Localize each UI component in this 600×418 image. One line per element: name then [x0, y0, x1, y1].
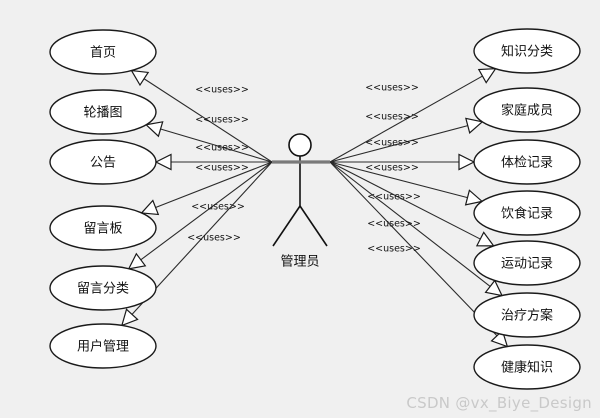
- association-line-right-6: [329, 161, 498, 337]
- use-case-label-right-4: 运动记录: [501, 257, 553, 272]
- uses-stereotype-right-5: <<uses>>: [367, 219, 421, 230]
- use-case-label-right-1: 家庭成员: [501, 103, 553, 119]
- uses-stereotype-right-4: <<uses>>: [367, 192, 421, 203]
- actor-label: 管理员: [280, 255, 319, 270]
- uses-stereotype-left-0: <<uses>>: [195, 85, 249, 96]
- association-line-right-3: [329, 161, 468, 199]
- uses-arrowhead-right-0: [477, 68, 497, 84]
- uses-arrowhead-left-2: [154, 153, 172, 171]
- use-case-ellipse-right-6[interactable]: [473, 344, 581, 390]
- use-case-ellipse-right-5[interactable]: [473, 292, 581, 338]
- uses-stereotype-left-4: <<uses>>: [191, 202, 245, 213]
- actor-right-leg-line: [299, 205, 328, 247]
- use-case-ellipse-right-1[interactable]: [473, 87, 581, 133]
- use-case-ellipse-left-1[interactable]: [49, 89, 157, 135]
- use-case-label-right-5: 治疗方案: [501, 308, 553, 324]
- association-line-left-0: [143, 78, 273, 163]
- uses-stereotype-right-0: <<uses>>: [365, 83, 419, 94]
- use-case-label-left-5: 用户管理: [77, 339, 129, 355]
- use-case-ellipse-right-2[interactable]: [473, 139, 581, 185]
- use-case-ellipse-left-4[interactable]: [49, 265, 157, 311]
- uses-stereotype-group: <<uses>> <<uses>> <<uses>> <<uses>> <<uses>>…: [187, 83, 421, 255]
- association-line-right-4: [329, 161, 481, 240]
- association-line-left-1: [160, 128, 273, 163]
- association-line-left-4: [140, 161, 273, 261]
- uses-arrowhead-left-5: [120, 308, 139, 327]
- actor-head-icon: [288, 133, 312, 157]
- uses-arrowhead-right-5: [484, 279, 504, 297]
- uses-arrowhead-left-0: [130, 69, 150, 87]
- use-case-label-left-4: 留言分类: [77, 282, 129, 297]
- uses-stereotype-right-2: <<uses>>: [365, 138, 419, 149]
- use-case-ellipse-left-0[interactable]: [49, 29, 157, 75]
- use-case-label-right-0: 知识分类: [501, 44, 553, 60]
- uses-stereotype-left-1: <<uses>>: [195, 115, 249, 126]
- uses-stereotype-right-1: <<uses>>: [365, 112, 419, 123]
- uses-stereotype-left-5: <<uses>>: [187, 233, 241, 244]
- use-case-label-left-2: 公告: [90, 156, 116, 171]
- use-case-ellipse-left-5[interactable]: [49, 323, 157, 369]
- use-case-label-left-0: 首页: [90, 46, 116, 61]
- uses-arrowhead-right-3: [464, 189, 484, 206]
- uses-arrowhead-right-2: [458, 153, 476, 171]
- association-line-right-1: [329, 125, 468, 163]
- uses-stereotype-left-2: <<uses>>: [195, 143, 249, 154]
- use-case-label-right-6: 健康知识: [501, 360, 553, 376]
- use-case-ellipse-left-3[interactable]: [49, 205, 157, 251]
- uses-arrowhead-left-4: [127, 252, 147, 270]
- use-case-label-left-1: 轮播图: [83, 106, 122, 121]
- association-line-right-0: [329, 75, 483, 163]
- association-line-left-3: [155, 161, 273, 208]
- association-line-right-5: [329, 161, 491, 287]
- uses-arrowhead-right-1: [465, 117, 484, 134]
- actor-left-leg-line: [272, 205, 301, 247]
- uses-arrowhead-right-4: [475, 231, 495, 247]
- use-case-ellipse-right-4[interactable]: [473, 240, 581, 286]
- use-case-ellipse-right-0[interactable]: [473, 28, 581, 74]
- use-case-ellipse-right-3[interactable]: [473, 190, 581, 236]
- use-case-ellipse-left-2[interactable]: [49, 139, 157, 185]
- use-case-label-right-3: 饮食记录: [501, 206, 553, 222]
- use-case-label-left-3: 留言板: [83, 222, 122, 237]
- use-case-label-right-2: 体检记录: [501, 156, 553, 171]
- uses-stereotype-left-3: <<uses>>: [195, 163, 249, 174]
- watermark-text: CSDN @vx_Biye_Design: [406, 394, 592, 412]
- uses-stereotype-right-3: <<uses>>: [365, 163, 419, 174]
- uses-arrowhead-left-1: [144, 121, 164, 138]
- uses-stereotype-right-6: <<uses>>: [367, 244, 421, 255]
- uses-arrowhead-left-3: [140, 199, 160, 216]
- actor-admin[interactable]: 管理员: [272, 133, 330, 270]
